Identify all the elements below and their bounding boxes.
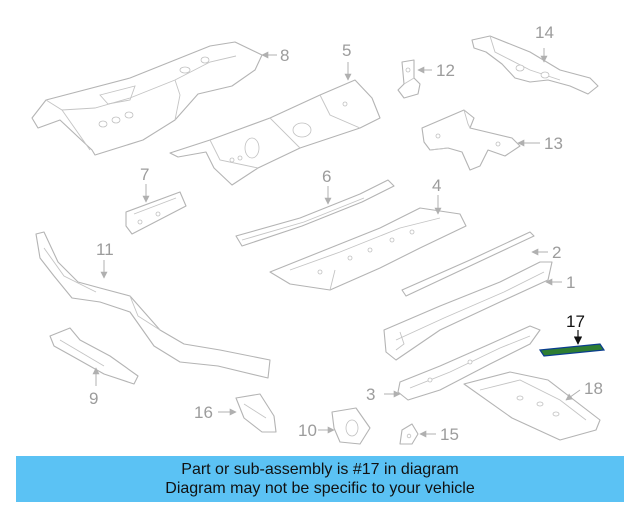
callout-5: 5: [342, 41, 351, 60]
part-3-inner-sill: [397, 325, 541, 401]
part-12-bracket: [397, 59, 421, 99]
callout-6: 6: [322, 167, 331, 186]
part-13-cross-member: [421, 109, 521, 171]
part-2-rocker-strip: [401, 231, 535, 297]
callout-12: 12: [436, 61, 455, 80]
callout-15: 15: [440, 425, 459, 444]
part-8-floor-tunnel: [31, 41, 263, 156]
callout-18: 18: [584, 379, 603, 398]
callout-17: 17: [566, 312, 585, 331]
part-5-center-tunnel: [169, 79, 381, 186]
part-18-rear-floor-panel: [463, 371, 601, 441]
callout-14: 14: [535, 23, 554, 42]
callout-3: 3: [366, 385, 375, 404]
banner-line-2: Diagram may not be specific to your vehi…: [165, 480, 475, 497]
callout-1: 1: [566, 273, 575, 292]
callout-10: 10: [298, 421, 317, 440]
callout-13: 13: [544, 134, 563, 153]
part-7-reinforcement: [125, 191, 187, 235]
callout-9: 9: [89, 389, 98, 408]
part-16-gusset: [235, 393, 277, 433]
callout-7: 7: [140, 165, 149, 184]
callout-8: 8: [280, 46, 289, 65]
part-14-rear-rail: [471, 35, 599, 95]
part-6-sill-strip: [235, 179, 395, 247]
parts-diagram: 8 5 12 14 13: [31, 23, 606, 445]
part-11-front-rail: [35, 231, 271, 379]
callout-4: 4: [432, 176, 441, 195]
part-10-cup-bracket: [331, 407, 371, 445]
info-banner: Part or sub-assembly is #17 in diagram D…: [16, 456, 624, 502]
banner-line-1: Part or sub-assembly is #17 in diagram: [181, 461, 459, 478]
part-4-floor-pan: [269, 207, 467, 291]
callout-11: 11: [96, 240, 114, 259]
part-9-lower-brace: [49, 327, 139, 385]
part-17-highlighted: [538, 343, 606, 357]
part-15-clip: [399, 423, 419, 445]
callout-16: 16: [194, 403, 213, 422]
callout-2: 2: [552, 243, 561, 262]
